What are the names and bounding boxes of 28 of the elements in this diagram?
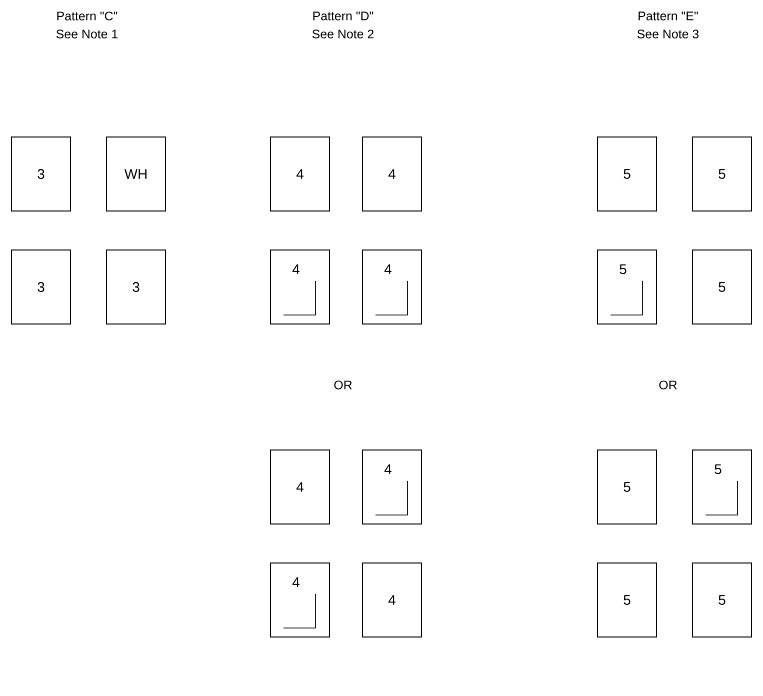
panel-box: 4 <box>270 136 330 212</box>
panel-box: 3 <box>11 136 71 212</box>
heading-text: OR <box>659 380 677 390</box>
heading-text: Pattern "E" <box>638 12 698 20</box>
panel-box: 4 <box>270 450 330 524</box>
panel-box: 4 <box>362 450 422 524</box>
panel-box: 5 <box>692 562 752 638</box>
panel-box: 4 <box>362 250 422 324</box>
heading-text: See Note 2 <box>312 30 374 38</box>
panel-box: 4 <box>362 136 422 212</box>
panel-box: 4 <box>362 562 422 638</box>
panel-box: 5 <box>692 450 752 524</box>
panel-box: 4 <box>270 250 330 324</box>
heading-text: Pattern "C" <box>57 12 118 20</box>
heading-text: See Note 3 <box>637 30 699 38</box>
panel-box: WH <box>106 136 166 212</box>
heading-text: Pattern "D" <box>313 12 374 20</box>
panel-box: 5 <box>692 250 752 324</box>
panel-box: 5 <box>597 136 657 212</box>
panel-box: 5 <box>597 562 657 638</box>
heading-text: See Note 1 <box>56 30 118 38</box>
panel-box: 3 <box>11 250 71 324</box>
panel-box: 5 <box>597 450 657 524</box>
heading-text: OR <box>334 380 352 390</box>
panel-box: 4 <box>270 562 330 638</box>
panel-box: 3 <box>106 250 166 324</box>
panel-box: 5 <box>597 250 657 324</box>
panel-box: 5 <box>692 136 752 212</box>
